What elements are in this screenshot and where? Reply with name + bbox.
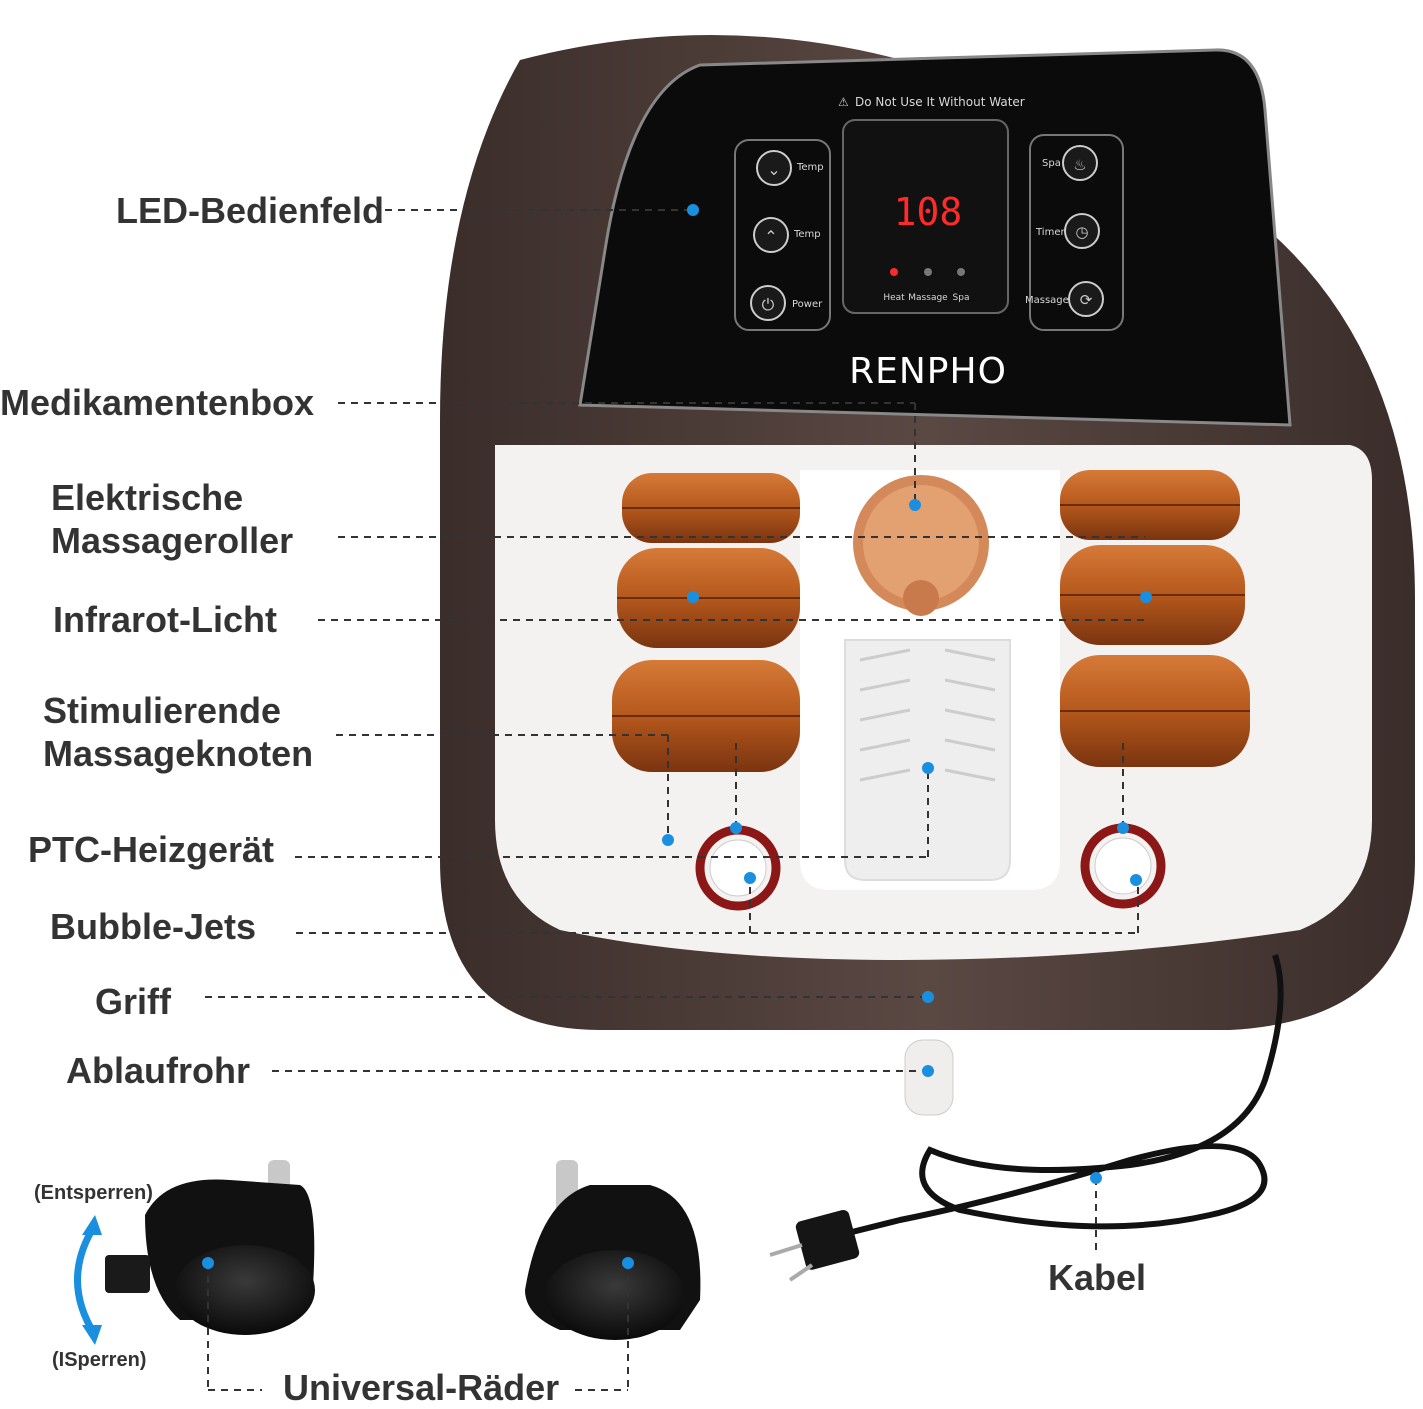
marker [1090,1172,1102,1184]
rollers-left [612,473,800,772]
roller-ridges [612,504,1250,717]
massage-button[interactable]: ⟳ [1068,281,1104,317]
marker [922,762,934,774]
label-cable: Kabel [1048,1257,1147,1298]
marker [744,872,756,884]
marker [622,1257,634,1269]
marker [687,591,699,603]
spa-button[interactable]: ♨ [1062,145,1098,181]
label-lock: (ISperren) [52,1349,147,1371]
temperature-display: 108 [894,190,963,234]
indicator-label: Spa [953,293,970,303]
button-label: Massage [1025,295,1069,306]
brand-logo: RENPHO [849,351,1007,392]
chevron-up-icon: ⌃ [764,229,777,246]
button-label: Timer [1035,227,1065,238]
medicine-box-knob [903,580,939,616]
drain-pipe [904,1039,954,1116]
medicine-box-lid [863,485,979,601]
power-cable [839,954,1284,1238]
grill [844,639,1011,881]
massage-icon: ⟳ [1080,292,1093,309]
marker [909,499,921,511]
lock-arrow-icon [74,1223,98,1337]
label-led-panel: LED-Bedienfeld [116,190,385,231]
warning-icon: ⚠ [838,95,849,109]
caster-wheel [525,1160,701,1340]
button-label: Spa [1042,158,1061,169]
label-heater: PTC-Heizgerät [28,829,275,870]
label-handle: Griff [95,981,171,1022]
button-label: Temp [793,229,821,240]
label-nodes-line2: Massageknoten [43,733,314,774]
label-bubble-jets: Bubble-Jets [50,906,257,947]
marker [922,991,934,1003]
label-medicine-box: Medikamentenbox [0,382,315,423]
label-nodes-line1: Stimulierende [43,690,282,731]
button-label: Power [792,299,823,310]
marker [1130,874,1142,886]
spa-indicator-icon [957,268,965,276]
massage-indicator-icon [924,268,932,276]
display-window [842,119,1009,314]
caster-wheel-lockable [105,1160,315,1335]
marker [1140,591,1152,603]
right-button-group [1029,134,1124,331]
marker [687,204,699,216]
timer-button[interactable]: ◷ [1064,213,1100,249]
indicator-label: Massage [908,293,948,303]
temp-down-button[interactable]: ⌄ [756,150,792,186]
marker [1117,822,1129,834]
temp-up-button[interactable]: ⌃ [753,217,789,253]
heat-indicator-icon [890,268,898,276]
label-rollers-line1: Elektrische [51,477,244,518]
marker [730,822,742,834]
power-button[interactable]: ⏻ [750,285,786,321]
label-drain: Ablaufrohr [66,1050,250,1091]
button-label: Temp [796,162,824,173]
clock-icon: ◷ [1075,224,1088,241]
label-rollers-line2: Massageroller [51,520,294,561]
chevron-down-icon: ⌄ [767,162,780,179]
left-button-group [734,139,831,331]
power-icon: ⏻ [762,297,775,314]
grill-slots [859,648,996,782]
rollers-right [1060,470,1250,767]
marker [922,1065,934,1077]
label-unlock: (Entsperren) [34,1182,153,1204]
warning-text: Do Not Use It Without Water [855,95,1025,109]
marker [202,1257,214,1269]
lock-lever [105,1255,150,1293]
bubble-icon: ♨ [1073,157,1086,174]
indicator-label: Heat [883,293,905,303]
label-infrared: Infrarot-Licht [53,599,277,640]
marker [662,834,674,846]
markers [202,204,1152,1269]
plug-icon [769,1209,860,1282]
leader-lines [205,209,1145,1391]
indicators: Heat Massage Spa [883,268,969,303]
label-wheels: Universal-Räder [283,1367,560,1408]
